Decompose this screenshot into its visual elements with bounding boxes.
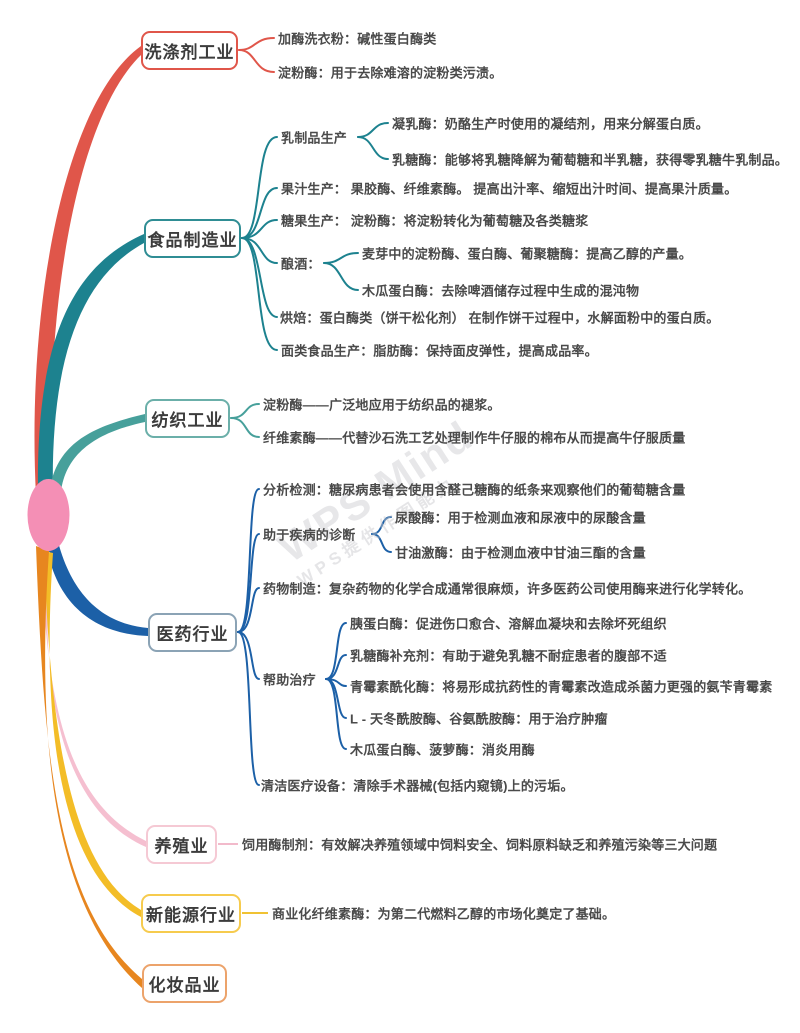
node-disease-diagnosis[interactable]: 助于疾病的诊断 <box>263 527 356 543</box>
node-asparaginase[interactable]: L - 天冬酰胺酶、谷氨酰胺酶：用于治疗肿瘤 <box>350 711 608 727</box>
topic-farming-industry[interactable]: 养殖业 <box>146 825 217 864</box>
topic-detergent-industry[interactable]: 洗涤剂工业 <box>141 31 238 70</box>
node-analysis-testing[interactable]: 分析检测：糖尿病患者会使用含醛己糖酶的纸条来观察他们的葡萄糖含量 <box>263 482 686 498</box>
connectors-medical <box>237 488 392 786</box>
node-noodle-production[interactable]: 面类食品生产：脂肪酶：保持面皮弹性，提高成品率。 <box>281 343 598 359</box>
node-lactase[interactable]: 乳糖酶：能够将乳糖降解为葡萄糖和半乳糖，获得零乳糖牛乳制品。 <box>392 152 789 168</box>
connectors-detergent <box>238 37 275 73</box>
trunk-food <box>37 234 144 497</box>
root-node[interactable] <box>27 479 70 551</box>
node-rennet[interactable]: 凝乳酶：奶酪生产时使用的凝结剂，用来分解蛋白质。 <box>392 116 709 132</box>
node-enzyme-washing-powder[interactable]: 加酶洗衣粉：碱性蛋白酶类 <box>278 31 437 47</box>
topic-textile-industry[interactable]: 纺织工业 <box>145 399 230 438</box>
topic-pharma-industry[interactable]: 医药行业 <box>148 613 237 652</box>
node-trypsin[interactable]: 胰蛋白酶：促进伤口愈合、溶解血凝块和去除坏死组织 <box>350 616 667 632</box>
node-drug-manufacturing[interactable]: 药物制造：复杂药物的化学合成通常很麻烦，许多医药公司使用酶来进行化学转化。 <box>263 581 752 597</box>
node-commercial-cellulase[interactable]: 商业化纤维素酶：为第二代燃料乙醇的市场化奠定了基础。 <box>272 906 616 922</box>
connectors-food <box>241 122 389 351</box>
node-amylase-stain[interactable]: 淀粉酶：用于去除难溶的淀粉类污渍。 <box>278 65 503 81</box>
topic-cosmetics-industry[interactable]: 化妆品业 <box>142 964 227 1003</box>
trunk-textile <box>50 414 145 492</box>
node-papain-beer[interactable]: 木瓜蛋白酶：去除啤酒储存过程中生成的混沌物 <box>362 283 640 299</box>
node-juice-production[interactable]: 果汁生产： 果胶酶、纤维素酶。 提高出汁率、缩短出汁时间、提高果汁质量。 <box>281 181 738 197</box>
node-papain-bromelain[interactable]: 木瓜蛋白酶、菠萝酶：消炎用酶 <box>350 742 535 758</box>
trunk-medical <box>46 538 148 636</box>
node-penicillin-acylase[interactable]: 青霉素酰化酶：将易形成抗药性的青霉素改造成杀菌力更强的氨苄青霉素 <box>350 679 773 695</box>
node-lactase-supplement[interactable]: 乳糖酶补充剂：有助于避免乳糖不耐症患者的腹部不适 <box>350 648 667 664</box>
node-candy-production[interactable]: 糖果生产： 淀粉酶：将淀粉转化为葡萄糖及各类糖浆 <box>281 213 589 229</box>
node-clean-medical-equipment[interactable]: 清洁医疗设备：清除手术器械(包括内窥镜)上的污垢。 <box>261 778 574 794</box>
node-baking[interactable]: 烘焙：蛋白酶类（饼干松化剂） 在制作饼干过程中，水解面粉中的蛋白质。 <box>280 310 720 326</box>
node-brewing[interactable]: 酿酒： <box>281 256 321 272</box>
trunk-cosmetics <box>36 546 142 988</box>
node-treatment-help[interactable]: 帮助治疗 <box>263 672 316 688</box>
connectors-textile <box>230 403 260 438</box>
topic-food-manufacturing[interactable]: 食品制造业 <box>144 219 241 258</box>
node-feed-enzyme[interactable]: 饲用酶制剂：有效解决养殖领域中饲料安全、饲料原料缺乏和养殖污染等三大问题 <box>242 837 718 853</box>
node-malt-enzymes[interactable]: 麦芽中的淀粉酶、蛋白酶、葡聚糖酶：提高乙醇的产量。 <box>362 246 693 262</box>
node-uricase[interactable]: 尿酸酶：用于检测血液和尿液中的尿酸含量 <box>395 510 646 526</box>
node-cellulase-denim[interactable]: 纤维素酶——代替沙石洗工艺处理制作牛仔服的棉布从而提高牛仔服质量 <box>263 430 686 446</box>
topic-new-energy-industry[interactable]: 新能源行业 <box>141 894 241 933</box>
node-dairy-production[interactable]: 乳制品生产 <box>281 130 348 146</box>
node-amylase-desizing[interactable]: 淀粉酶——广泛地应用于纺织品的褪浆。 <box>263 397 501 413</box>
node-glycerol-kinase[interactable]: 甘油激酶：由于检测血液中甘油三酯的含量 <box>395 545 646 561</box>
